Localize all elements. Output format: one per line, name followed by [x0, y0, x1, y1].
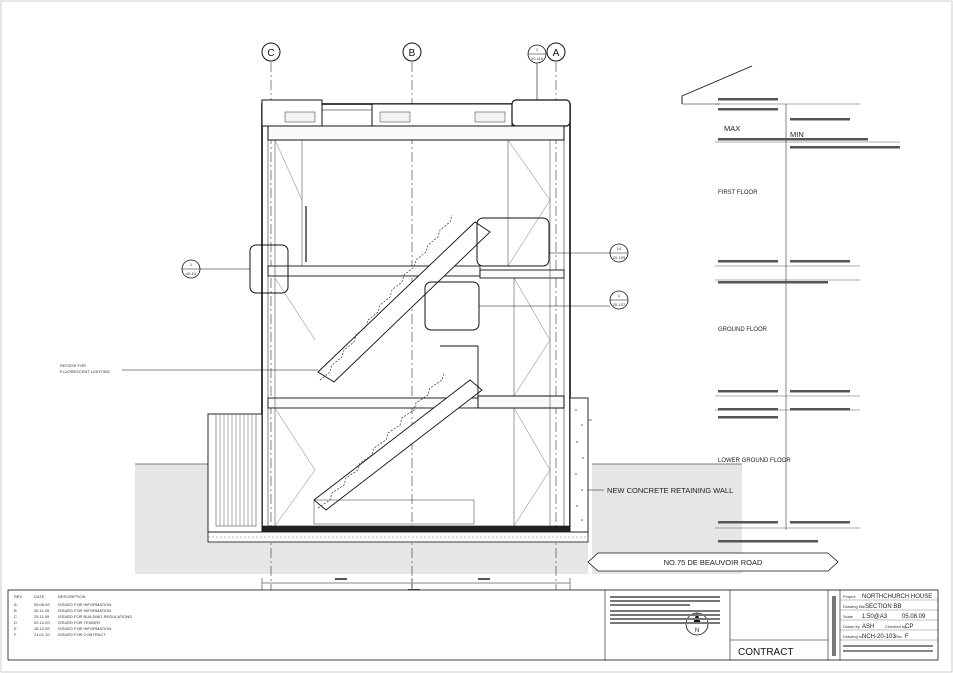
building-shell [207, 99, 589, 543]
rev-desc: ISSUED FOR CONTRACT [58, 632, 106, 637]
svg-text:RECESS FOR: RECESS FOR [60, 363, 86, 368]
svg-text:B: B [409, 48, 416, 59]
grid-bubble-b-top: B [402, 42, 422, 62]
svg-text:Project: Project [843, 594, 856, 599]
svg-text:MAX: MAX [724, 124, 740, 133]
svg-text:F: F [905, 634, 909, 640]
svg-text:NORTHCHURCH HOUSE: NORTHCHURCH HOUSE [862, 594, 932, 600]
rev-desc: ISSUED FOR INFORMATION [58, 602, 111, 607]
title-block-notes [610, 596, 836, 656]
rev-desc: ISSUED FOR INFORMATION [58, 626, 111, 631]
svg-text:Drawing title: Drawing title [843, 604, 866, 609]
rev-date: 21.01.10 [34, 632, 50, 637]
neighbour-roofline [681, 65, 753, 105]
svg-text:05.08.09: 05.08.09 [902, 614, 926, 620]
status-label: CONTRACT [738, 647, 794, 658]
svg-text:FLUORESCENT LIGHTING: FLUORESCENT LIGHTING [60, 369, 110, 374]
svg-text:20-110: 20-110 [531, 56, 544, 61]
callout-left: 1 40-10 [181, 259, 250, 279]
svg-text:FIRST FLOOR: FIRST FLOOR [718, 190, 758, 196]
svg-text:1: 1 [190, 262, 193, 267]
grid-bubble-a-top: A [546, 42, 566, 62]
grid-lines [270, 62, 557, 605]
svg-text:NO.75 DE BEAUVOIR ROAD: NO.75 DE BEAUVOIR ROAD [664, 558, 763, 567]
rev-date: 05.08.09 [34, 602, 50, 607]
level-labels: MAX MIN FIRST FLOOR GROUND FLOOR LOWER G… [718, 124, 804, 464]
svg-text:Drawn by: Drawn by [843, 624, 860, 629]
retaining-wall [569, 397, 592, 533]
svg-text:1: 1 [618, 293, 621, 298]
svg-text:CP: CP [905, 624, 913, 630]
svg-text:20-109: 20-109 [613, 255, 626, 260]
rev-code: F [14, 632, 17, 637]
retaining-wall-label: NEW CONCRETE RETAINING WALL [588, 486, 733, 495]
svg-text:Checked by: Checked by [885, 624, 906, 629]
rev-date: 05.11.09 [34, 608, 50, 613]
svg-text:Scale: Scale [843, 614, 854, 619]
rev-desc: ISSUED FOR INFORMATION [58, 608, 111, 613]
svg-text:N: N [695, 628, 699, 634]
svg-text:LOWER GROUND FLOOR: LOWER GROUND FLOOR [718, 458, 791, 464]
section-ref-bubble-top: 1 20-110 [527, 44, 547, 100]
svg-text:DATE: DATE [34, 594, 45, 599]
svg-text:CONTRACT: CONTRACT [738, 647, 794, 658]
svg-text:40-10: 40-10 [186, 271, 197, 276]
svg-text:Rev: Rev [895, 634, 902, 639]
title-block [7, 589, 939, 661]
callout-lower: 1 20-107 [479, 290, 629, 310]
svg-text:C: C [267, 48, 274, 59]
rev-code: E [14, 626, 17, 631]
svg-text:Drawing no.: Drawing no. [843, 634, 864, 639]
svg-text:MIN: MIN [790, 130, 804, 139]
svg-text:DESCRIPTION: DESCRIPTION [58, 594, 85, 599]
rev-code: D [14, 620, 17, 625]
level-markers [715, 98, 900, 543]
rev-code: A [14, 602, 17, 607]
rev-date: 16.12.09 [34, 626, 50, 631]
rev-desc: ISSUED FOR TENDER [58, 620, 100, 625]
svg-text:SECTION BB: SECTION BB [865, 604, 901, 610]
svg-text:GROUND FLOOR: GROUND FLOOR [718, 327, 768, 333]
svg-text:1:50@A3: 1:50@A3 [862, 614, 888, 620]
rev-code: C [14, 614, 17, 619]
callout-upper: 14 20-109 [549, 243, 629, 263]
rev-desc: ISSUED FOR BUILDING REGULATIONS [58, 614, 132, 619]
external-terrace [207, 413, 263, 533]
grid-bubble-c-top: C [261, 42, 281, 62]
road-label: NO.75 DE BEAUVOIR ROAD [587, 552, 839, 572]
rev-code: B [14, 608, 17, 613]
title-block-fields: Project NORTHCHURCH HOUSE Drawing title … [843, 594, 933, 652]
svg-text:14: 14 [617, 246, 622, 251]
svg-text:1: 1 [536, 47, 539, 52]
svg-text:ASH: ASH [862, 624, 874, 630]
svg-text:A: A [553, 48, 560, 59]
rev-date: 02.12.09 [34, 620, 50, 625]
svg-text:NCH-20-103: NCH-20-103 [862, 634, 896, 640]
rev-date: 25.11.09 [34, 614, 50, 619]
svg-text:20-107: 20-107 [613, 302, 626, 307]
svg-text:REV: REV [14, 594, 23, 599]
lighting-note: RECESS FOR FLUORESCENT LIGHTING [60, 363, 318, 374]
svg-text:NEW CONCRETE RETAINING WALL: NEW CONCRETE RETAINING WALL [607, 486, 733, 495]
